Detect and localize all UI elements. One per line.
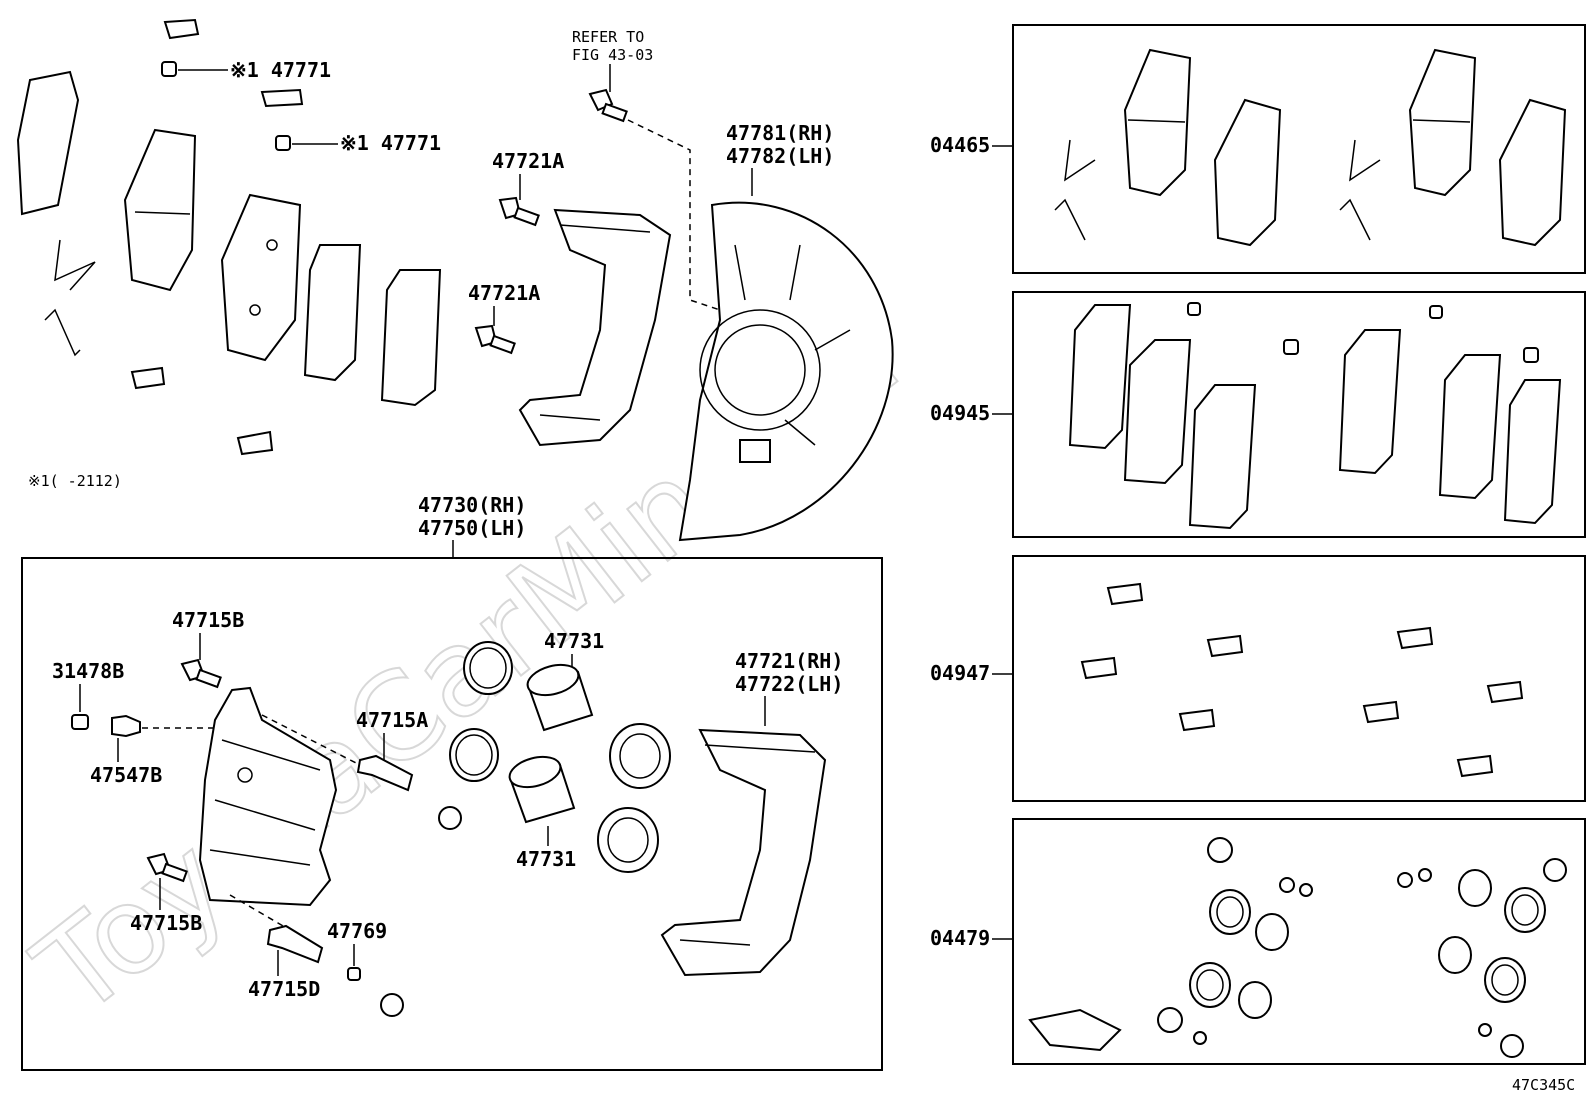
pad-clip-4[interactable] — [236, 430, 274, 456]
kit-number-04945: 04945 — [930, 401, 990, 425]
refer-line-2: FIG 43-03 — [572, 46, 653, 64]
label-bolt-47715B-top: 47715B — [172, 608, 244, 632]
label-bolt-47721A-a: 47721A — [492, 149, 564, 173]
label-bleeder-31478B: 31478B — [52, 659, 124, 683]
kit-04465-contents — [1054, 48, 1567, 247]
kit-box-04465 — [1012, 24, 1586, 274]
label-caliper-rh: 47730(RH) — [418, 493, 526, 517]
label-mount-lh: 47722(LH) — [735, 672, 843, 696]
clip-47771-a[interactable] — [161, 61, 177, 77]
guide-pin-47715D[interactable] — [266, 924, 324, 964]
anti-squeal-shim-2[interactable] — [380, 269, 442, 407]
label-bolt-47715B-bottom: 47715B — [130, 911, 202, 935]
pad-spring-1[interactable] — [54, 239, 96, 291]
disc-dust-shield[interactable] — [678, 201, 894, 542]
bleeder-cap-31478B[interactable] — [71, 714, 89, 730]
pad-clip-top[interactable] — [163, 18, 200, 40]
kit-box-04945 — [1012, 291, 1586, 538]
kit-number-04947: 04947 — [930, 661, 990, 685]
refer-line-1: REFER TO — [572, 28, 644, 46]
caliper-assembly-box — [21, 557, 883, 1071]
label-bolt-47721A-b: 47721A — [468, 281, 540, 305]
dust-boot-2[interactable] — [597, 807, 659, 873]
kit-04947-contents — [1080, 582, 1524, 778]
label-bleeder-47547B: 47547B — [90, 763, 162, 787]
brake-pad-outer[interactable] — [123, 128, 197, 292]
pad-clip-2[interactable] — [260, 88, 304, 108]
piston-seal-2[interactable] — [449, 728, 499, 782]
kit-box-04479 — [1012, 818, 1586, 1065]
pad-group-top-left — [16, 18, 442, 456]
dust-boot-1[interactable] — [609, 723, 671, 789]
label-shield-rh: 47781(RH) — [726, 121, 834, 145]
label-mount-rh: 47721(RH) — [735, 649, 843, 673]
label-clip-47771-b: ※1 47771 — [340, 131, 441, 155]
label-pin-47715D: 47715D — [248, 977, 320, 1001]
kit-number-04465: 04465 — [930, 133, 990, 157]
brake-pad-inner[interactable] — [220, 193, 302, 362]
caliper-mounting-bottom[interactable] — [660, 728, 827, 977]
pin-boot-bottom[interactable] — [380, 993, 404, 1017]
piston-seal-1[interactable] — [463, 641, 513, 695]
diagram-id: 47C345C — [1512, 1076, 1575, 1094]
label-boot-47769: 47769 — [327, 919, 387, 943]
bleeder-plug-47547B[interactable] — [111, 714, 141, 738]
label-piston-47731-top: 47731 — [544, 629, 604, 653]
pad-clip-3[interactable] — [130, 366, 166, 390]
caliper-body[interactable] — [198, 686, 338, 907]
kit-04479-contents — [1028, 837, 1567, 1058]
kit-box-04947 — [1012, 555, 1586, 802]
pin-boot-top[interactable] — [438, 806, 462, 830]
label-caliper-lh: 47750(LH) — [418, 516, 526, 540]
label-pin-47715A: 47715A — [356, 708, 428, 732]
label-clip-47771-a: ※1 47771 — [230, 58, 331, 82]
kit-04945-contents — [1068, 302, 1562, 530]
label-piston-47731-bottom: 47731 — [516, 847, 576, 871]
boot-47769[interactable] — [347, 967, 361, 981]
shim-outer-left[interactable] — [16, 70, 80, 216]
kit-number-04479: 04479 — [930, 926, 990, 950]
pad-spring-2[interactable] — [44, 308, 81, 357]
guide-pin-47715A[interactable] — [356, 754, 414, 792]
footnote-text: ※1( -2112) — [28, 472, 122, 490]
label-shield-lh: 47782(LH) — [726, 144, 834, 168]
caliper-mounting-top[interactable] — [518, 208, 672, 447]
clip-47771-b[interactable] — [275, 135, 291, 151]
anti-squeal-shim-1[interactable] — [303, 244, 362, 382]
